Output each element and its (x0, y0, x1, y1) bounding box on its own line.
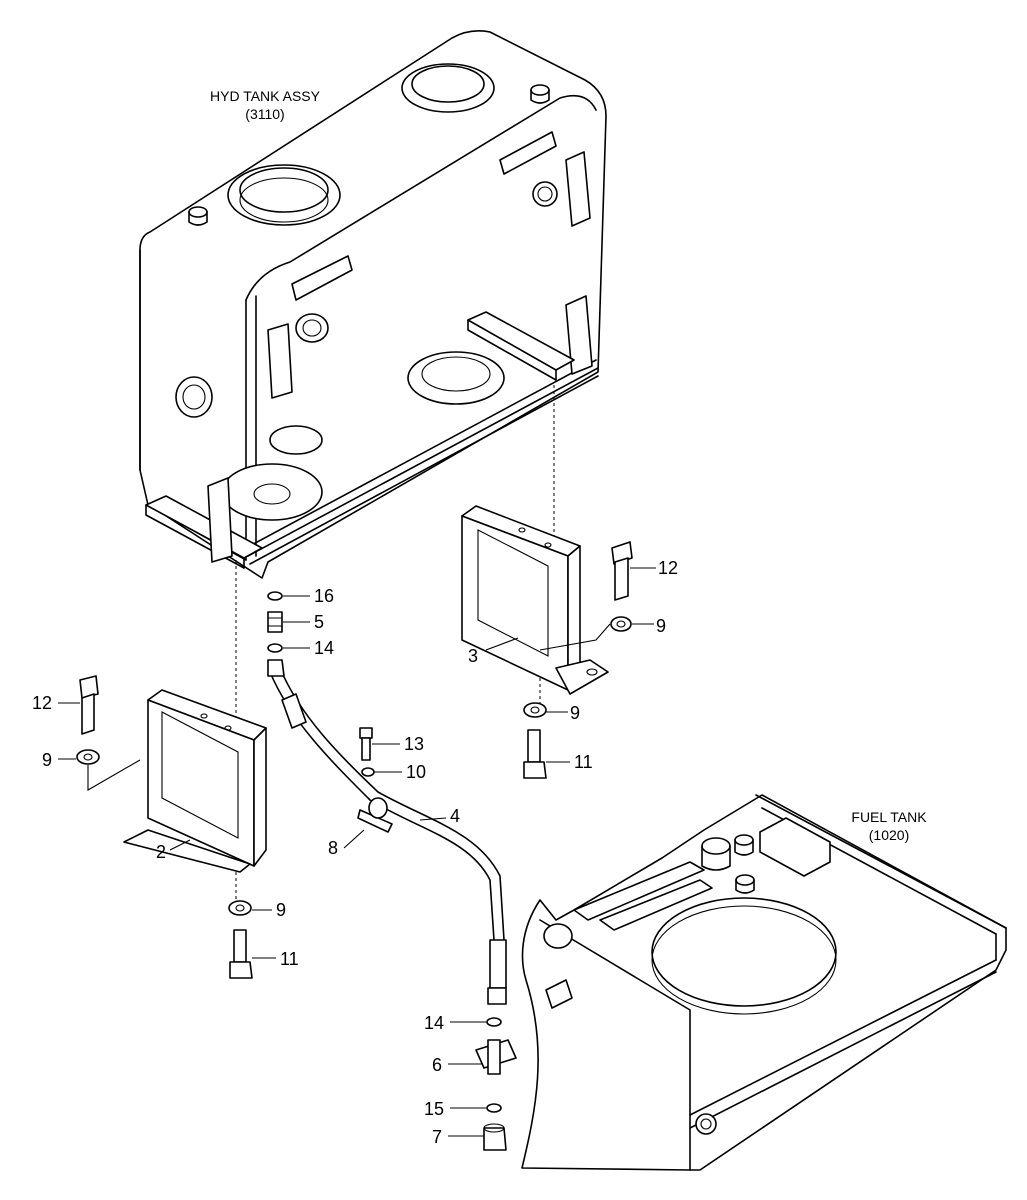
connector-5 (267, 611, 283, 633)
callout-6: 6 (432, 1055, 442, 1075)
adapter-6 (475, 1039, 517, 1075)
callout-14-lower: 14 (424, 1013, 444, 1033)
washer-9-left-upper (76, 749, 100, 765)
clamp-8 (357, 797, 393, 833)
fuel-tank-code: (1020) (869, 827, 909, 843)
callout-3: 3 (468, 646, 478, 666)
callout-8: 8 (328, 838, 338, 858)
bolt-12-right (611, 541, 633, 601)
callout-leaders (58, 567, 656, 1137)
bolt-11-left (229, 929, 253, 979)
cap-7 (483, 1123, 507, 1151)
callout-10: 10 (406, 762, 426, 782)
callout-5: 5 (314, 612, 324, 632)
washer-9-right-lower (523, 702, 547, 718)
hyd-tank-code: (3110) (245, 106, 284, 122)
bolt-11-right (523, 729, 547, 779)
washer-9-right-upper (610, 616, 632, 632)
callout-12-right: 12 (658, 558, 678, 578)
callout-9-left-lower: 9 (276, 900, 286, 920)
o-ring-16 (267, 591, 283, 601)
callout-9-right-upper: 9 (656, 616, 666, 636)
callout-4: 4 (450, 806, 460, 826)
hose-4 (267, 659, 507, 1005)
callout-9-right-lower: 9 (570, 703, 580, 723)
washer-9-left-lower (228, 900, 252, 916)
hyd-tank: HYD TANK ASSY (3110) (139, 30, 607, 579)
callout-12-left: 12 (32, 693, 52, 713)
callout-14-upper: 14 (314, 638, 334, 658)
callout-11-left: 11 (280, 949, 299, 969)
leader-9-right-bend (539, 623, 611, 651)
fuel-tank-name: FUEL TANK (851, 809, 927, 825)
washer-10 (361, 767, 375, 777)
o-ring-15 (486, 1103, 502, 1113)
hyd-tank-name: HYD TANK ASSY (210, 88, 321, 104)
leader-9-left-bend (87, 759, 141, 791)
o-ring-14-upper (267, 643, 283, 653)
callout-13: 13 (404, 734, 424, 754)
mount-bracket-3 (461, 505, 609, 695)
bolt-12-left (79, 675, 99, 735)
bolt-13 (359, 727, 373, 761)
mount-bracket-2 (123, 689, 267, 873)
callout-2: 2 (156, 842, 166, 862)
callout-9-left-upper: 9 (42, 750, 52, 770)
o-ring-14-lower (486, 1017, 502, 1027)
callout-7: 7 (432, 1127, 442, 1147)
callout-15: 15 (424, 1099, 444, 1119)
fuel-tank: FUEL TANK (1020) (521, 794, 1007, 1171)
callout-11-right: 11 (574, 752, 593, 772)
callout-16: 16 (314, 586, 334, 606)
